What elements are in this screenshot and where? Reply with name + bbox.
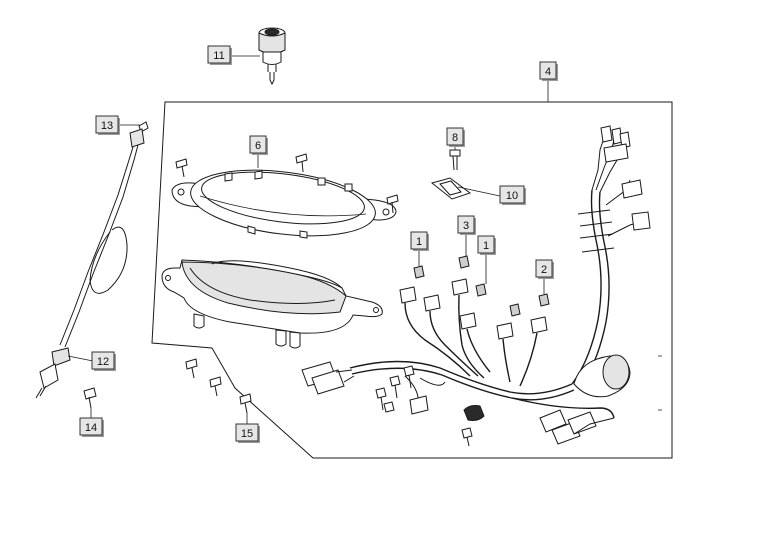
edge-marks — [658, 355, 662, 411]
callout-label-15: 15 — [241, 428, 253, 440]
callout-label-13: 13 — [101, 120, 113, 132]
screws-15-part — [185, 358, 252, 414]
callout-label-1a: 1 — [416, 236, 422, 248]
callout-14: 14 — [79, 417, 104, 437]
ignition-switch-part — [258, 27, 286, 86]
bolt-14-part — [83, 387, 97, 409]
callout-label-1b: 1 — [483, 240, 489, 252]
callout-1a: 1 — [410, 231, 429, 251]
bulb-sockets — [399, 255, 550, 340]
callout-label-3: 3 — [463, 220, 469, 232]
cable-clip-part — [461, 405, 485, 447]
callout-label-8: 8 — [452, 132, 458, 144]
meter-housing-part — [161, 259, 383, 349]
callout-4: 4 — [539, 61, 558, 81]
meter-cover-part — [171, 169, 397, 239]
callout-15: 15 — [235, 423, 260, 443]
callout-label-14: 14 — [85, 422, 97, 434]
assembly-outline — [151, 101, 673, 459]
callout-label-2: 2 — [541, 264, 547, 276]
callout-11: 11 — [207, 45, 232, 65]
callout-12: 12 — [91, 351, 116, 371]
callout-6: 6 — [249, 135, 268, 155]
callout-label-4: 4 — [545, 66, 551, 78]
callout-2: 2 — [535, 259, 554, 279]
wiring-harness-part — [301, 125, 651, 445]
callout-3: 3 — [457, 215, 476, 235]
callout-13: 13 — [95, 115, 120, 135]
speedometer-cable-part — [35, 121, 149, 399]
bracket-10-part — [430, 177, 472, 200]
callout-8: 8 — [446, 127, 465, 147]
leader-lines — [67, 55, 549, 425]
harness-bolts — [375, 365, 415, 413]
screw-8-part — [449, 149, 461, 171]
callout-label-10: 10 — [506, 190, 518, 202]
cover-screws — [175, 153, 399, 214]
callout-label-11: 11 — [213, 50, 224, 62]
callout-label-12: 12 — [97, 356, 109, 368]
callout-10: 10 — [499, 185, 526, 205]
callout-1b: 1 — [477, 235, 496, 255]
callout-label-6: 6 — [255, 140, 261, 152]
